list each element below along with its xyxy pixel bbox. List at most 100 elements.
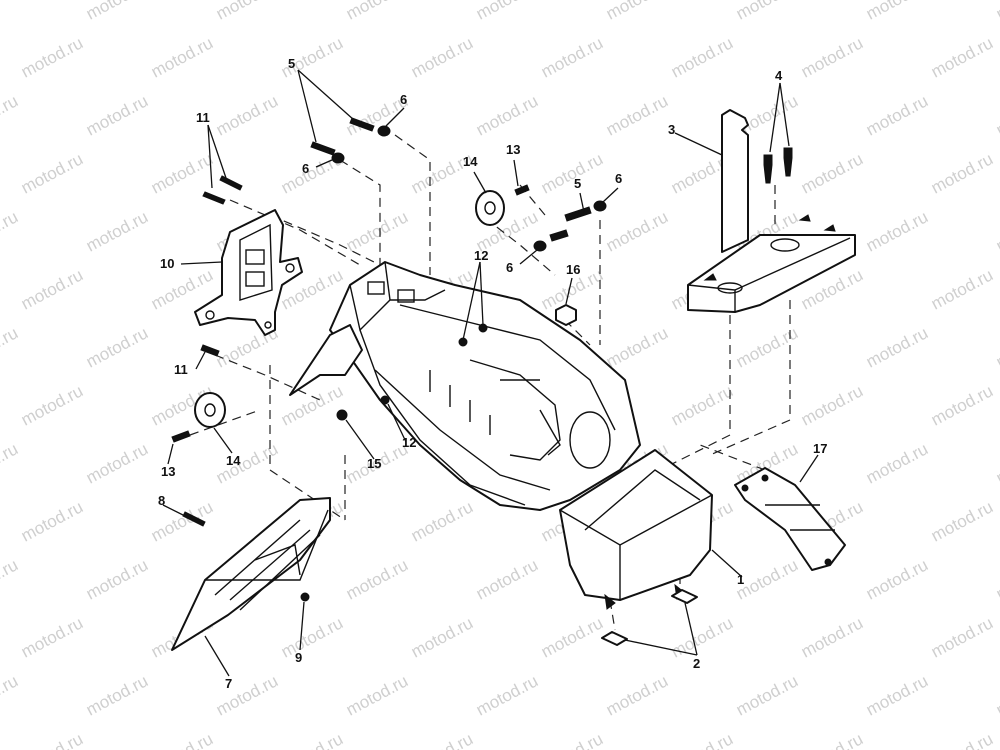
- callout-1: 1: [737, 572, 744, 587]
- watermark-text: motod.ru: [993, 91, 1000, 139]
- watermark-text: motod.ru: [83, 323, 151, 371]
- watermark-text: motod.ru: [798, 613, 866, 661]
- callout-9: 9: [295, 650, 302, 665]
- watermark-text: motod.ru: [213, 671, 281, 719]
- watermark-text: motod.ru: [993, 207, 1000, 255]
- watermark-text: motod.ru: [863, 323, 931, 371]
- watermark-text: motod.ru: [0, 439, 21, 487]
- watermark-text: motod.ru: [408, 497, 476, 545]
- watermark-text: motod.ru: [83, 439, 151, 487]
- callout-17: 17: [813, 441, 827, 456]
- callouts: 5 6 6 11 10 11 14 13 5 6 6 12 16 3 4 17 …: [158, 56, 827, 691]
- watermark-text: motod.ru: [993, 323, 1000, 371]
- watermark-text: motod.ru: [603, 671, 671, 719]
- watermark-text: motod.ru: [538, 33, 606, 81]
- watermark-text: motod.ru: [798, 33, 866, 81]
- fender-part-12: [289, 261, 641, 511]
- callout-12: 12: [402, 435, 416, 450]
- callout-13: 13: [161, 464, 175, 479]
- watermark-text: motod.ru: [863, 555, 931, 603]
- callout-15: 15: [367, 456, 381, 471]
- watermark-text: motod.ru: [83, 91, 151, 139]
- watermark-text: motod.ru: [343, 0, 411, 24]
- watermark-text: motod.ru: [18, 613, 86, 661]
- watermark-text: motod.ru: [603, 323, 671, 371]
- watermark-text: motod.ru: [0, 0, 21, 24]
- watermark-text: motod.ru: [343, 555, 411, 603]
- watermark-text: motod.ru: [993, 671, 1000, 719]
- watermark-text: motod.ru: [343, 207, 411, 255]
- watermark-text: motod.ru: [798, 381, 866, 429]
- callout-7: 7: [225, 676, 232, 691]
- callout-5: 5: [574, 176, 581, 191]
- watermark-text: motod.ru: [18, 265, 86, 313]
- plate-part-10: [194, 209, 303, 336]
- watermark-text: motod.ru: [993, 555, 1000, 603]
- strap-part-17: [734, 467, 846, 571]
- callout-6: 6: [302, 161, 309, 176]
- callout-16: 16: [566, 262, 580, 277]
- watermark-text: motod.ru: [473, 671, 541, 719]
- watermark-text: motod.ru: [668, 33, 736, 81]
- watermark-text: motod.ru: [733, 671, 801, 719]
- watermark-text: motod.ru: [733, 0, 801, 24]
- watermark-text: motod.ru: [928, 381, 996, 429]
- watermark-text: motod.ru: [18, 149, 86, 197]
- watermark-text: motod.ru: [863, 439, 931, 487]
- callout-14: 14: [226, 453, 241, 468]
- clip-part-2: [601, 589, 698, 646]
- watermark-text: motod.ru: [148, 729, 216, 750]
- watermark-text: motod.ru: [0, 91, 21, 139]
- watermark-text: motod.ru: [278, 613, 346, 661]
- watermark-text: motod.ru: [863, 671, 931, 719]
- watermark-text: motod.ru: [408, 33, 476, 81]
- watermark-text: motod.ru: [798, 149, 866, 197]
- watermark-text: motod.ru: [928, 613, 996, 661]
- watermark-text: motod.ru: [993, 439, 1000, 487]
- watermark-text: motod.ru: [603, 0, 671, 24]
- watermark-text: motod.ru: [538, 149, 606, 197]
- callout-11: 11: [174, 362, 188, 377]
- callout-6: 6: [506, 260, 513, 275]
- callout-6: 6: [400, 92, 407, 107]
- callout-6: 6: [615, 171, 622, 186]
- watermark-text: motod.ru: [538, 729, 606, 750]
- watermark-text: motod.ru: [863, 0, 931, 24]
- callout-13: 13: [506, 142, 520, 157]
- callout-14: 14: [463, 154, 478, 169]
- watermark-text: motod.ru: [343, 671, 411, 719]
- watermark-text: motod.ru: [668, 613, 736, 661]
- watermark-text: motod.ru: [213, 0, 281, 24]
- callout-5: 5: [288, 56, 295, 71]
- watermark-text: motod.ru: [18, 381, 86, 429]
- watermark-text: motod.ru: [928, 729, 996, 750]
- watermark-text: motod.ru: [0, 671, 21, 719]
- bracket-part-3: [687, 109, 856, 313]
- callout-2: 2: [693, 656, 700, 671]
- watermark-text: motod.ru: [473, 91, 541, 139]
- watermark-text: motod.ru: [0, 323, 21, 371]
- watermark-text: motod.ru: [733, 323, 801, 371]
- watermark-text: motod.ru: [0, 207, 21, 255]
- watermark-text: motod.ru: [18, 33, 86, 81]
- watermark-text: motod.ru: [863, 91, 931, 139]
- callout-8: 8: [158, 493, 165, 508]
- watermark-text: motod.ru: [538, 613, 606, 661]
- watermark-text: motod.ru: [408, 729, 476, 750]
- leader-lines: [162, 69, 819, 677]
- watermark-text: motod.ru: [603, 207, 671, 255]
- cover-part-7: [171, 497, 331, 651]
- watermark-text: motod.ru: [213, 91, 281, 139]
- watermark-text: motod.ru: [928, 265, 996, 313]
- watermark-text: motod.ru: [278, 381, 346, 429]
- watermark-text: motod.ru: [473, 555, 541, 603]
- watermark-text: motod.ru: [603, 91, 671, 139]
- callout-12: 12: [474, 248, 488, 263]
- watermark-text: motod.ru: [408, 613, 476, 661]
- watermark-text: motod.ru: [993, 0, 1000, 24]
- watermark-text: motod.ru: [18, 729, 86, 750]
- callout-11: 11: [196, 110, 210, 125]
- watermark-text: motod.ru: [928, 33, 996, 81]
